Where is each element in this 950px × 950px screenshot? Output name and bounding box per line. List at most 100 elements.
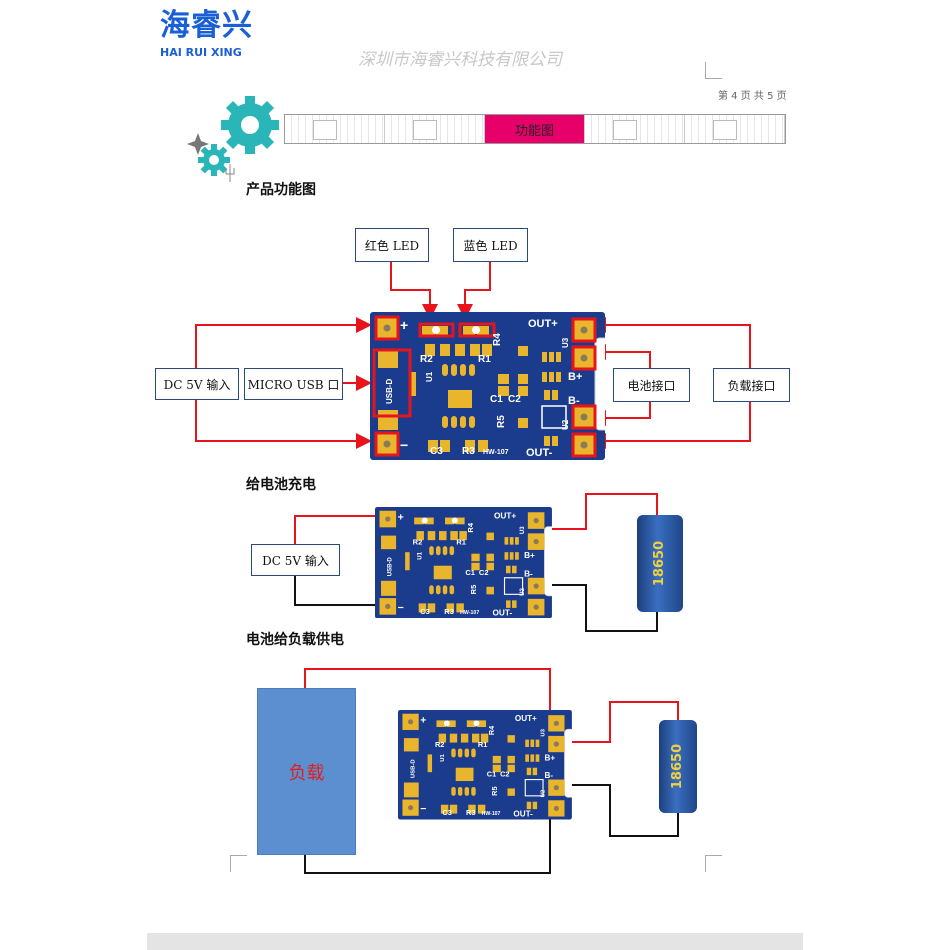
battery-label: 18650 xyxy=(670,743,686,790)
smd-pad xyxy=(405,552,410,571)
pcb-label-r4: R4 xyxy=(487,725,496,735)
pcb-label-u3: U3 xyxy=(561,337,570,348)
pcb-label-r4: R4 xyxy=(492,333,503,346)
smd-pad xyxy=(440,344,450,356)
pcb-label-out-minus: OUT- xyxy=(526,447,553,459)
wire-load-plus xyxy=(590,317,751,368)
smd-pad xyxy=(436,720,447,728)
pad-input-minus xyxy=(379,598,397,615)
wire-red-led xyxy=(390,260,438,320)
smd-pad xyxy=(450,531,458,541)
smd-pad xyxy=(518,418,528,428)
load-block: 负载 xyxy=(257,688,356,855)
pcb-label-r3: R3 xyxy=(462,446,475,457)
smd-pad xyxy=(504,552,509,560)
wire-battery-minus xyxy=(590,400,651,426)
smd-pad xyxy=(509,537,514,545)
smd-pad xyxy=(456,603,464,613)
battery-18650: 18650 xyxy=(637,515,683,612)
pcb-label-c1: C1 xyxy=(490,394,503,405)
logo-chinese: 海睿兴 xyxy=(160,8,253,43)
smd-pad xyxy=(378,350,398,368)
pcb-label-r1: R1 xyxy=(456,538,466,547)
pcb-label-u3: U3 xyxy=(520,526,526,534)
pcb-label-minus: − xyxy=(420,804,426,815)
smd-pad xyxy=(532,801,538,810)
pcb-label-out-minus: OUT- xyxy=(513,810,533,819)
smd-pad xyxy=(427,531,436,541)
wire-charge-batt-minus xyxy=(525,584,658,632)
smd-pad xyxy=(518,374,528,384)
smd-pad xyxy=(471,553,480,562)
pcb-label-b-plus: B+ xyxy=(545,753,556,762)
smd-pad xyxy=(460,733,469,743)
callout-red-led: 红色 LED xyxy=(355,228,429,262)
smd-pad xyxy=(530,754,535,762)
pad-out-minus xyxy=(548,800,565,817)
smd-pad xyxy=(486,562,494,571)
smd-pad xyxy=(378,410,398,430)
pcb-label-c3: C3 xyxy=(430,446,443,457)
smd-pad xyxy=(427,603,436,613)
pcb-label-r5: R5 xyxy=(469,585,478,595)
banner-active-tab: 功能图 xyxy=(485,115,585,143)
smd-pad xyxy=(477,720,487,728)
pad-battery-minus xyxy=(571,404,597,430)
logo-english: HAI RUI XING xyxy=(160,46,242,59)
pcb-label-b-minus: B- xyxy=(545,771,554,780)
pad-input-plus xyxy=(379,510,397,528)
callout-battery-port: 电池接口 xyxy=(613,368,690,402)
smd-pad xyxy=(471,562,480,571)
smd-pad xyxy=(506,600,511,608)
callout-micro-usb: MICRO USB 口 xyxy=(244,368,343,400)
smd-pad xyxy=(440,804,449,814)
pcb-label-b-minus: B- xyxy=(524,569,533,578)
pcb-label-out-plus: OUT+ xyxy=(515,714,537,723)
pcb-label-out-plus: OUT+ xyxy=(494,511,516,520)
pcb-label-r1: R1 xyxy=(478,354,491,365)
pad-input-plus xyxy=(374,315,400,341)
pad-battery-plus xyxy=(548,735,565,753)
page-footer-bar xyxy=(147,933,803,950)
smd-pad xyxy=(512,600,517,608)
pcb-label-r3: R3 xyxy=(444,607,454,616)
corner-mark xyxy=(705,62,722,79)
pcb-label-u2: U2 xyxy=(561,419,570,430)
smd-pad xyxy=(552,436,558,446)
smd-pad xyxy=(468,804,476,814)
smd-pad xyxy=(455,767,474,782)
smd-pad xyxy=(509,552,514,560)
pcb-label-r5: R5 xyxy=(490,786,499,795)
smd-pad xyxy=(549,352,554,362)
smd-pad xyxy=(416,531,424,541)
smd-pad xyxy=(465,440,475,452)
banner-circuit xyxy=(385,115,485,143)
smd-pad xyxy=(556,372,561,382)
smd-pad xyxy=(439,531,447,541)
callout-dc-input: DC 5V 输入 xyxy=(155,368,239,400)
pcb-label-plus: + xyxy=(420,715,426,726)
pcb-label-model: HW-107 xyxy=(460,610,479,616)
smd-pad xyxy=(448,390,472,408)
smd-pad xyxy=(477,326,489,335)
pad-input-minus xyxy=(402,799,419,816)
smd-pad xyxy=(459,531,467,541)
smd-pad xyxy=(552,390,558,400)
callout-dc-input-charging: DC 5V 输入 xyxy=(251,544,340,576)
pcb-label-u1: U1 xyxy=(425,371,434,382)
pad-out-plus xyxy=(527,512,545,529)
company-name: 深圳市海睿兴科技有限公司 xyxy=(358,50,562,70)
smd-pad xyxy=(544,390,550,400)
pad-battery-minus xyxy=(548,779,565,796)
smd-pad xyxy=(478,440,488,452)
wire-load-plus-2 xyxy=(304,668,551,712)
pcb-label-b-minus: B- xyxy=(568,395,580,407)
pcb-label-c2: C2 xyxy=(500,770,509,779)
pcb-label-c2: C2 xyxy=(508,394,521,405)
wire-blue-led xyxy=(457,260,491,320)
smd-pad xyxy=(438,733,447,743)
pcb-label-b-plus: B+ xyxy=(568,371,582,383)
